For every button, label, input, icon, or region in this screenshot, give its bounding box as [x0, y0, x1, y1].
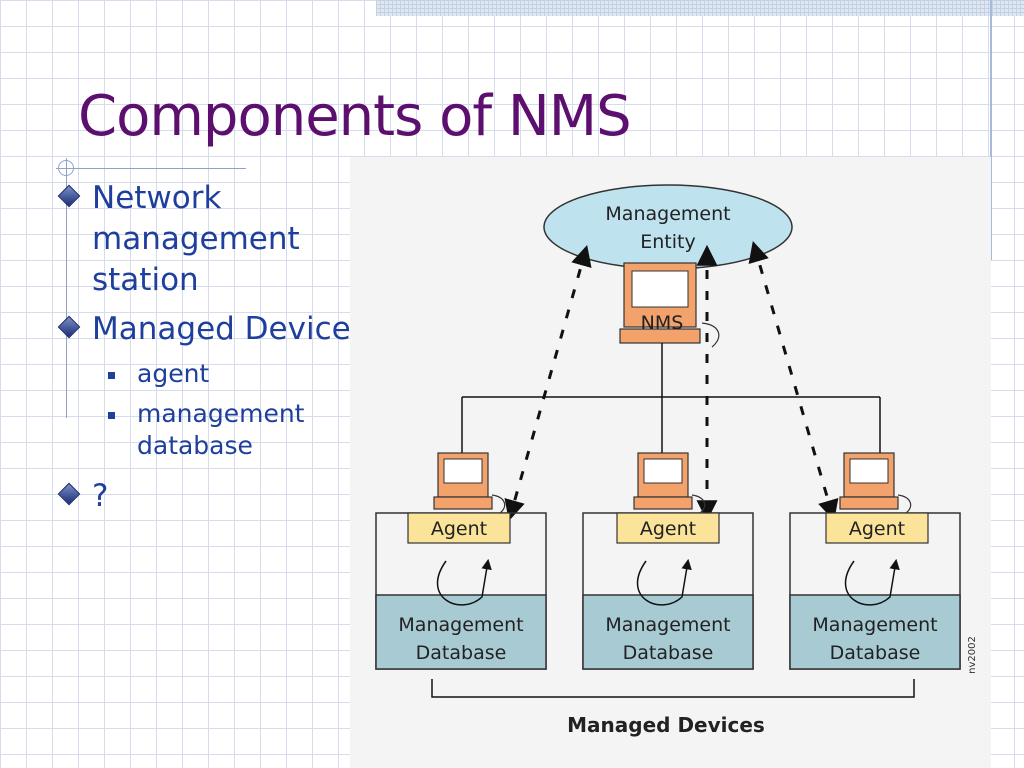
device-computer-icon [633, 452, 706, 514]
device-computer-icon [839, 452, 912, 514]
bullet-managed-device: Managed Device [56, 309, 356, 350]
sub-bullet-list: agent management database [56, 358, 356, 462]
managed-device-3 [789, 452, 961, 670]
title-underline [56, 168, 246, 169]
managed-devices-label: Managed Devices [567, 713, 765, 737]
management-protocol-arrows [504, 240, 839, 522]
title-ornament-ring [58, 160, 74, 176]
network-links [461, 343, 881, 455]
sub-bullet-management-database: management database [56, 398, 356, 462]
right-decorative-rule [990, 0, 992, 260]
managed-device-1 [375, 452, 547, 670]
database-label-3-line2: Database [830, 642, 921, 664]
diamond-bullet-icon [57, 184, 81, 208]
bullet-question: ? [56, 476, 356, 517]
nms-diagram: Management Entity NMS [350, 157, 991, 768]
bullet-network-management-station: Network management station [56, 178, 356, 301]
bullet-text: ? [92, 478, 109, 514]
square-bullet-icon [108, 412, 115, 419]
management-entity-label-line1: Management [605, 203, 730, 225]
agent-label-1: Agent [431, 518, 487, 540]
management-entity-ellipse [543, 184, 793, 270]
sub-bullet-text: agent [137, 359, 210, 388]
bullet-list: Network management station Managed Devic… [56, 178, 356, 525]
managed-devices-bracket [431, 679, 915, 698]
managed-device-2 [582, 452, 754, 670]
database-label-2-line2: Database [623, 642, 714, 664]
sub-bullet-agent: agent [56, 358, 356, 390]
figure-code: nv2002 [967, 636, 978, 674]
database-label-1-line1: Management [398, 614, 523, 636]
sub-bullet-text: management database [137, 399, 305, 460]
database-label-1-line2: Database [416, 642, 507, 664]
square-bullet-icon [108, 372, 115, 379]
diamond-bullet-icon [57, 482, 81, 506]
nms-computer-icon [619, 262, 720, 348]
bullet-text: Managed Device [92, 311, 351, 347]
nms-label: NMS [641, 312, 684, 334]
diamond-bullet-icon [57, 315, 81, 339]
device-computer-icon [433, 452, 506, 514]
bullet-text: Network management station [92, 180, 300, 298]
database-label-2-line1: Management [605, 614, 730, 636]
database-label-3-line1: Management [812, 614, 937, 636]
left-vertical-rule [66, 158, 67, 418]
agent-label-2: Agent [640, 518, 696, 540]
slide-title: Components of NMS [78, 84, 632, 149]
nms-diagram-svg: Management Entity NMS [375, 184, 978, 737]
management-entity-label-line2: Entity [640, 231, 695, 253]
top-decorative-band [376, 0, 1024, 16]
agent-label-3: Agent [849, 518, 905, 540]
